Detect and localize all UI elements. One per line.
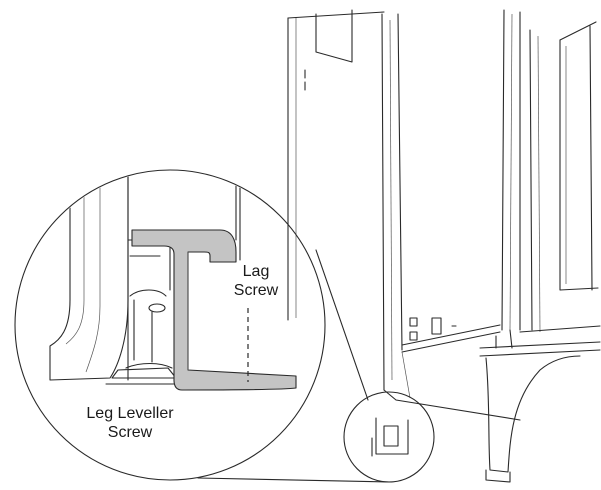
magnified-detail-circle [14, 169, 326, 481]
magnify-source-circle [343, 391, 435, 483]
cabinet-body [287, 9, 599, 421]
lag-screw-label-line1: Lag [242, 263, 270, 280]
lag-screw-label: Lag Screw [226, 262, 286, 300]
magnify-connector-bottom [197, 477, 393, 483]
cabinet-leg-right [479, 325, 601, 483]
lag-screw-label-line2: Screw [233, 282, 279, 299]
angle-bracket [131, 229, 297, 391]
leg-leveller-screw-label: Leg Leveller Screw [70, 404, 190, 442]
leg-leveller-label-line1: Leg Leveller [86, 405, 174, 422]
leg-leveller-label-line2: Screw [107, 424, 153, 441]
magnify-connector-top [315, 249, 369, 401]
